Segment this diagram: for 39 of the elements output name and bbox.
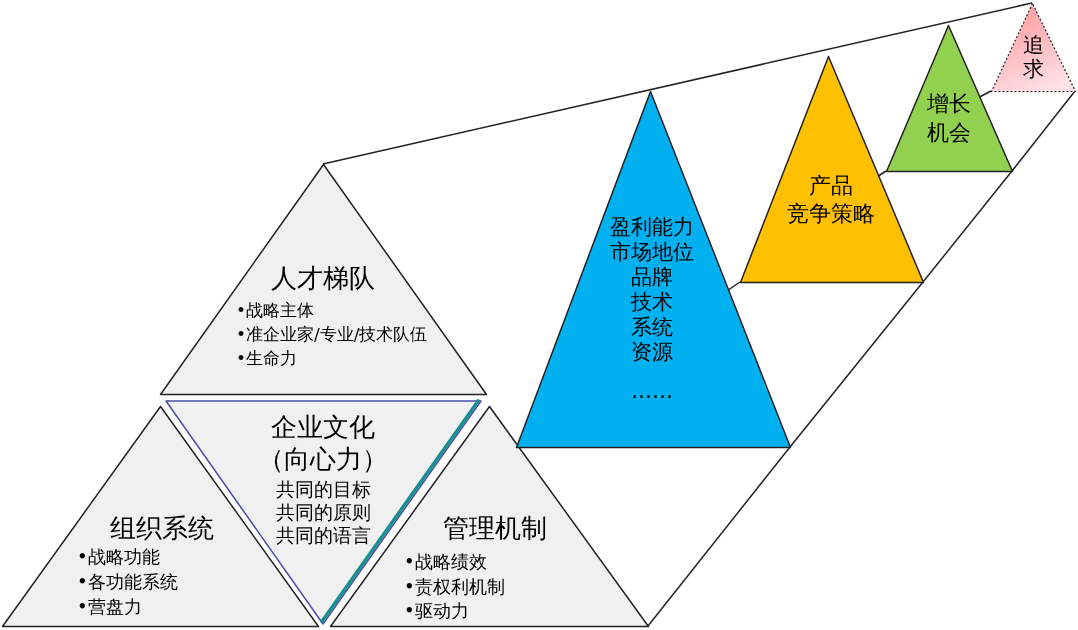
list-item: 品牌	[631, 265, 673, 291]
triangle-block	[989, 1, 1077, 93]
list-item: 市场地位	[610, 240, 694, 266]
label-text: 追求	[1022, 32, 1044, 82]
frame-line	[978, 90, 992, 98]
frame-line	[322, 2, 1033, 165]
bullet-item: •各功能系统	[77, 571, 178, 593]
bullet-item: •战略功能	[77, 546, 160, 568]
heading-text: 企业文化	[271, 412, 375, 444]
triangle-block	[158, 162, 488, 396]
list-item: 技术	[631, 290, 673, 316]
frame-line	[789, 281, 924, 448]
triangle-block	[738, 54, 925, 284]
triangle-block	[884, 23, 1014, 173]
bullet-item: •责权利机制	[404, 576, 505, 598]
frame-line	[727, 281, 741, 291]
list-item: 系统	[631, 315, 673, 341]
list-item: 共同的目标	[275, 477, 371, 501]
list-item: ……	[631, 379, 673, 405]
bullet-item: •营盘力	[77, 596, 142, 618]
frame-line	[647, 446, 791, 627]
label-text: 增长机会	[927, 89, 971, 147]
list-item: 共同的语言	[275, 523, 371, 547]
heading-text: 管理机制	[443, 513, 547, 545]
heading-text: 人才梯队	[271, 263, 375, 295]
bullet-item: •生命力	[236, 347, 298, 369]
list-item: 资源	[631, 340, 673, 366]
heading-text: 组织系统	[110, 513, 214, 545]
list-item: 盈利能力	[610, 215, 694, 241]
frame-line	[922, 170, 1013, 283]
bullet-item: •战略绩效	[404, 551, 487, 573]
frame-line	[877, 170, 887, 177]
bullet-item: •准企业家/专业/技术队伍	[236, 323, 428, 345]
bullet-item: •驱动力	[404, 600, 469, 622]
list-item: 共同的原则	[275, 500, 371, 524]
heading-text: （向心力）	[258, 444, 388, 476]
label-text: 产品	[809, 172, 853, 200]
label-text: 竞争策略	[787, 200, 875, 228]
bullet-item: •战略主体	[236, 299, 315, 321]
